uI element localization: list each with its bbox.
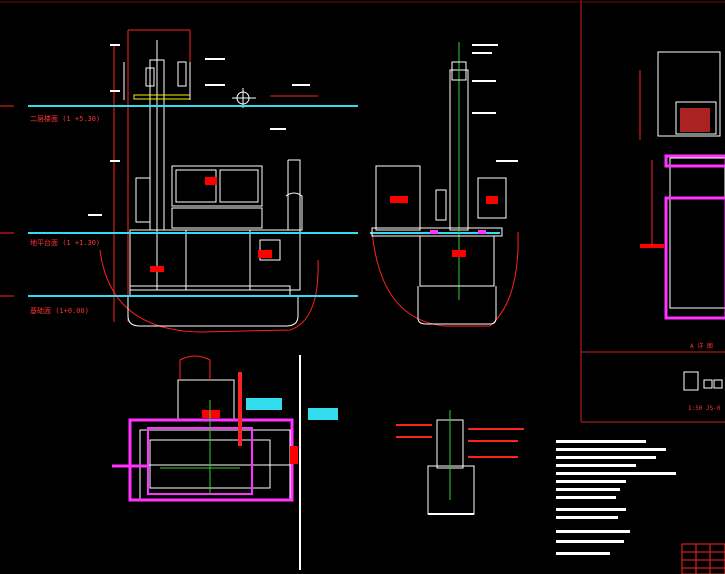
side-elevation [371, 42, 519, 327]
sheet-code: 1:50 JS-0 [688, 405, 721, 412]
valve-detail [396, 410, 524, 515]
title-block [681, 543, 725, 574]
detail-title: A 详 图 [690, 342, 713, 350]
detail-a [639, 51, 725, 391]
level-label-lower: 基础面 (1+0.00) [30, 306, 89, 315]
plan-view [112, 355, 338, 570]
notes-block [556, 440, 676, 555]
front-elevation [88, 29, 319, 333]
level-label-middle: 地平台面 (1 +1.30) [30, 238, 100, 247]
sheet-frame [0, 0, 725, 423]
level-label-upper: 二层楼面 (1 +5.30) [30, 114, 100, 123]
